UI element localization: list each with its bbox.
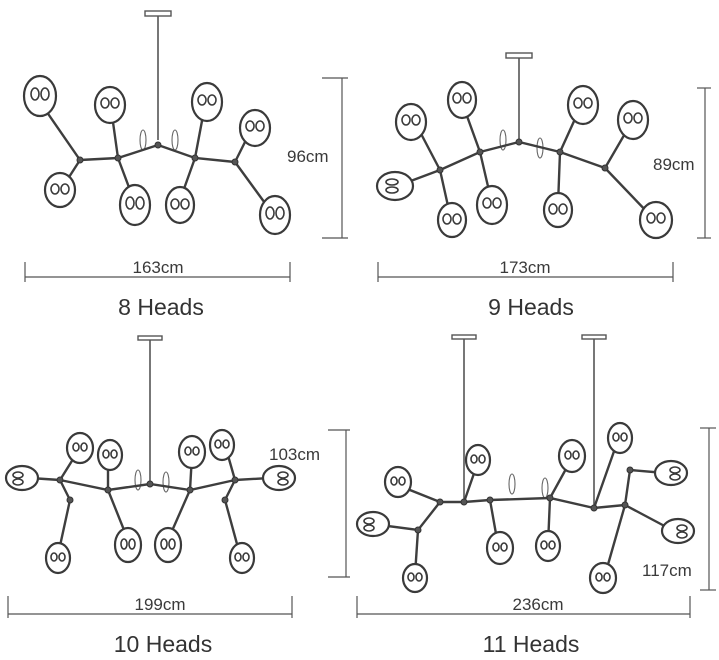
width-label-11: 236cm xyxy=(512,595,563,614)
shade-group-8 xyxy=(22,74,292,236)
chandelier-9-heads-drawing xyxy=(398,52,652,217)
chandelier-11-heads-drawing xyxy=(378,334,674,577)
chandelier-10-heads-drawing xyxy=(28,335,272,557)
height-label-10: 103cm xyxy=(269,445,320,464)
height-label-8: 96cm xyxy=(287,147,329,166)
height-dimension-11 xyxy=(700,427,716,591)
width-label-9: 173cm xyxy=(499,258,550,277)
panel-9-heads: 89cm 173cm 9 Heads xyxy=(375,52,711,320)
width-dimension-9 xyxy=(377,262,674,282)
width-label-8: 163cm xyxy=(132,258,183,277)
chandelier-8-heads-drawing xyxy=(40,10,272,212)
width-label-10: 199cm xyxy=(134,595,185,614)
width-dimension-8 xyxy=(24,262,291,282)
shade-group-9 xyxy=(375,80,674,240)
height-label-11: 117cm xyxy=(642,561,692,580)
heads-caption-10: 10 Heads xyxy=(114,631,212,657)
panel-10-heads: 103cm 199cm 10 Heads xyxy=(4,335,350,657)
height-label-9: 89cm xyxy=(653,155,695,174)
height-dimension-10 xyxy=(328,429,350,578)
width-dimension-11 xyxy=(356,596,691,618)
heads-caption-8: 8 Heads xyxy=(118,294,204,320)
width-dimension-10 xyxy=(7,596,293,618)
panel-8-heads: 96cm 163cm 8 Heads xyxy=(22,10,348,320)
panel-11-heads: 117cm 236cm 11 Heads xyxy=(355,334,716,657)
height-dimension-8 xyxy=(322,77,348,239)
height-dimension-9 xyxy=(697,87,711,239)
shade-group-10 xyxy=(4,428,297,575)
heads-caption-9: 9 Heads xyxy=(488,294,574,320)
heads-caption-11: 11 Heads xyxy=(483,631,580,657)
shade-group-11 xyxy=(355,421,696,595)
